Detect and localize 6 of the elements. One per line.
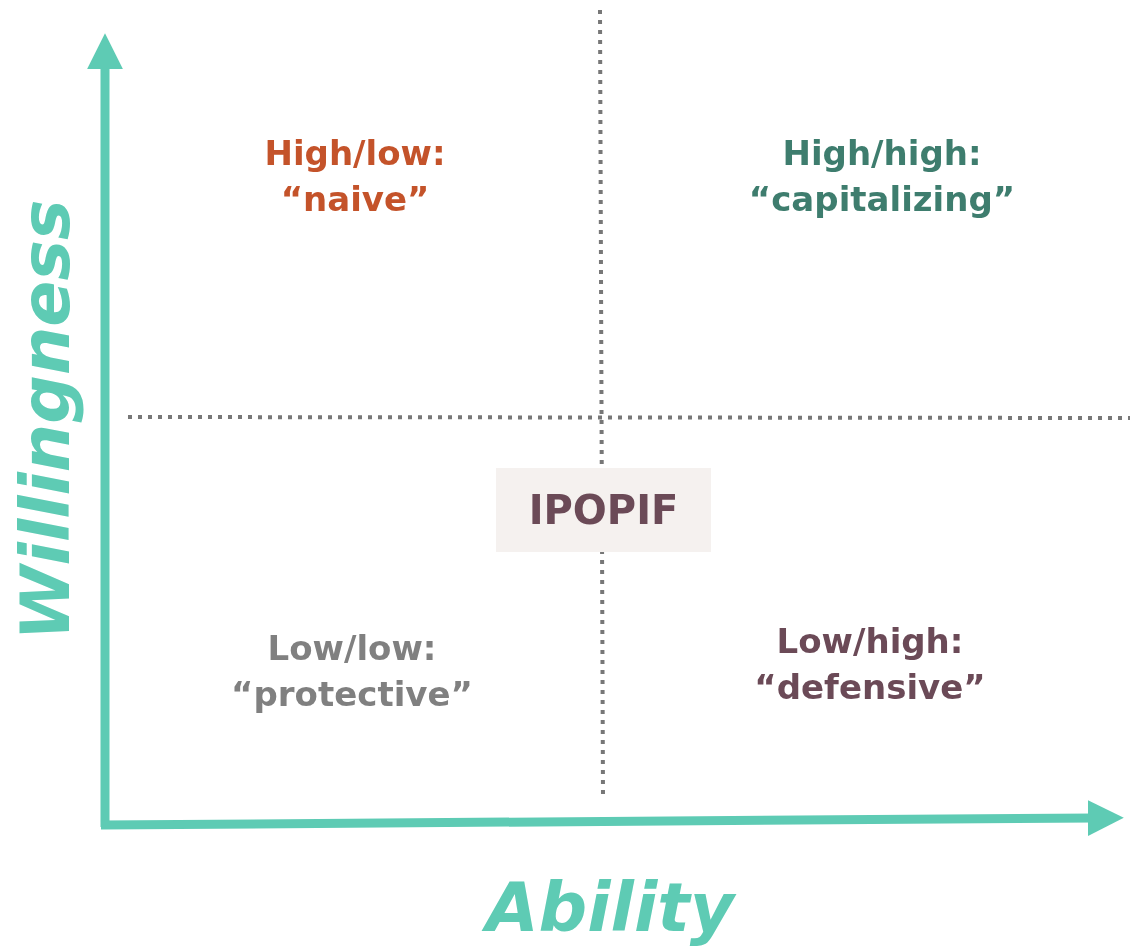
axis-title: Willingness — [5, 199, 85, 641]
quadrant-label: High/high: “capitalizing” — [748, 132, 1016, 221]
quadrant-label: Low/low: “protective” — [231, 627, 473, 716]
center-label-box: IPOPIF — [496, 468, 711, 552]
quadrant-label: High/low: “naive” — [264, 132, 446, 221]
quadrant-label: Low/high: “defensive” — [754, 620, 986, 709]
